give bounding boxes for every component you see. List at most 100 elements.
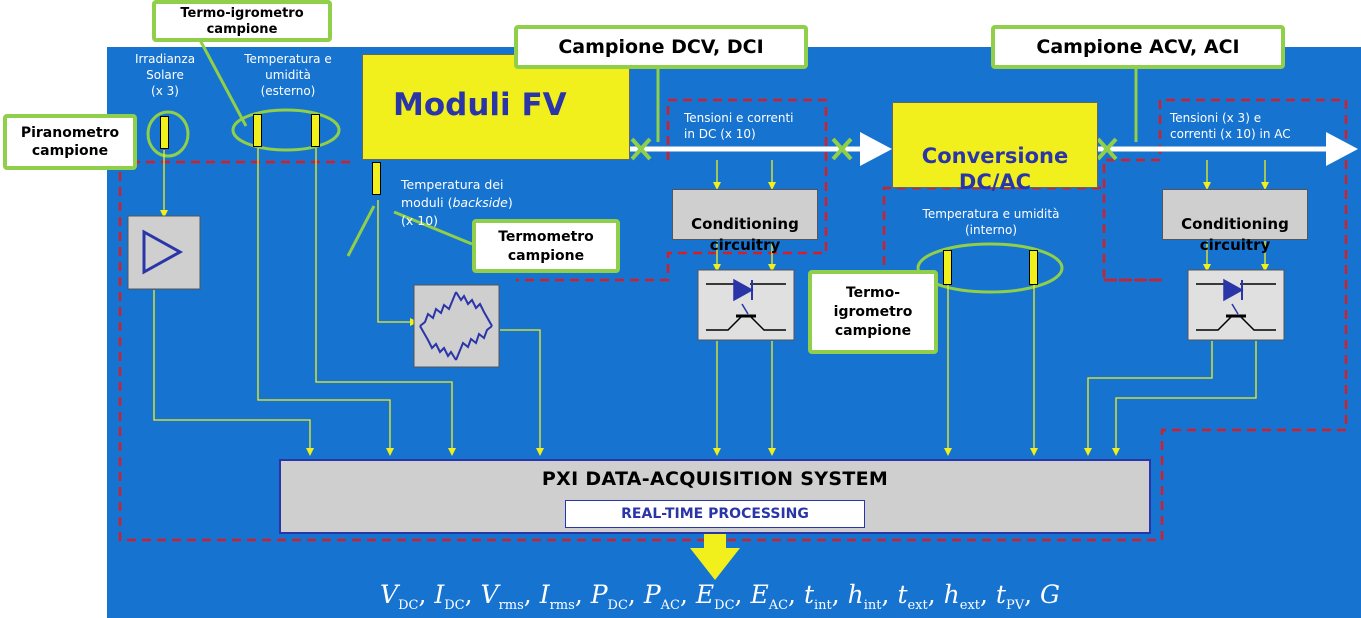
output-variable: EDC (695, 580, 735, 613)
output-separator: , (788, 580, 804, 609)
pxi-subtitle: REAL-TIME PROCESSING (621, 506, 809, 522)
callout-piranometro: Piranometro campione (3, 114, 137, 170)
pxi-title: PXI DATA-ACQUISITION SYSTEM (541, 468, 889, 490)
output-separator: , (574, 580, 591, 609)
sensor-hygrometer-int-1 (943, 250, 952, 285)
label-temp-moduli-4: (x 10) (401, 213, 439, 228)
output-variable: hext (943, 580, 980, 613)
conditioning-ac-block: Conditioning circuitry (1162, 189, 1308, 254)
pxi-subtitle-box: REAL-TIME PROCESSING (565, 500, 865, 528)
sensor-hygrometer-int-2 (1029, 250, 1038, 285)
dashed-boundary-dc (516, 98, 828, 282)
output-variable-symbol: P (590, 580, 608, 609)
label-irradianza: Irradianza Solare (x 3) (134, 52, 196, 98)
output-variable: Vrms (480, 580, 524, 613)
output-variable-subscript: AC (660, 598, 680, 613)
cut-marker-3 (1096, 137, 1118, 161)
output-separator: , (927, 580, 944, 609)
output-separator: , (831, 580, 848, 609)
output-variable: text (897, 580, 927, 613)
output-separator: , (980, 580, 996, 609)
output-variable-symbol: h (847, 580, 864, 609)
output-variable: Irms (539, 580, 575, 613)
output-variables: VDC, IDC, Vrms, Irms, PDC, PAC, EDC, EAC… (360, 580, 1080, 613)
conditioning-dc-block: Conditioning circuitry (672, 189, 818, 254)
output-variable-symbol: E (750, 580, 769, 609)
conditioning-dc-label: Conditioning circuitry (691, 215, 799, 254)
amplifier-icon (142, 229, 184, 275)
dashed-boundary-main (118, 98, 1348, 542)
label-temp-moduli-2: moduli ( (401, 195, 453, 210)
output-variable-subscript: rms (549, 598, 575, 613)
output-variable: tint (803, 580, 832, 613)
output-separator: , (464, 580, 481, 609)
label-temp-moduli: Temperatura dei moduli (backside) (x 10) (401, 176, 541, 230)
output-variable-subscript: ext (959, 598, 980, 613)
output-separator: , (418, 580, 435, 609)
output-variable-subscript: rms (498, 598, 524, 613)
output-separator: , (627, 580, 644, 609)
signal-wires (153, 148, 1269, 456)
conditioning-ac-label: Conditioning circuitry (1181, 215, 1289, 254)
output-variable-subscript: PV (1005, 598, 1025, 613)
sensor-hygrometer-ext-1 (253, 114, 262, 147)
output-variable-symbol: h (943, 580, 960, 609)
output-variable: tPV (995, 580, 1024, 613)
sensor-pyranometer (160, 116, 169, 149)
output-separator: , (1024, 580, 1040, 609)
output-variable: IDC (434, 580, 464, 613)
label-temp-moduli-3: ) (507, 195, 513, 210)
output-variable: hint (847, 580, 882, 613)
moduli-fv-block: Moduli FV (362, 54, 630, 160)
wheatstone-bridge-block (413, 284, 500, 368)
output-variable-symbol: t (995, 580, 1006, 609)
amplifier-block (127, 215, 201, 290)
output-separator: , (881, 580, 898, 609)
callout-termometro: Termometro campione (472, 219, 620, 273)
output-variable-subscript: DC (607, 598, 628, 613)
output-variable-subscript: int (863, 598, 882, 613)
output-variable: PDC (590, 580, 628, 613)
output-separator: , (734, 580, 751, 609)
callout-campione-dc: Campione DCV, DCI (514, 25, 808, 69)
wheatstone-bridge-icon (419, 291, 493, 361)
cut-marker-1 (630, 137, 652, 161)
pxi-block: PXI DATA-ACQUISITION SYSTEM REAL-TIME PR… (279, 459, 1151, 534)
output-variable-symbol: E (695, 580, 715, 609)
output-variable-subscript: int (813, 598, 832, 613)
sensor-hygrometer-ext-2 (311, 114, 320, 147)
callout-campione-ac: Campione ACV, ACI (991, 25, 1285, 69)
sensor-module-temp (372, 162, 381, 195)
output-variable-symbol: V (480, 580, 499, 609)
output-variable-subscript: ext (907, 598, 928, 613)
label-temp-umid-int: Temperatura e umidità (interno) (922, 207, 1060, 237)
dashed-boundary-conv (882, 186, 1104, 280)
optocoupler-ac-icon (1196, 278, 1276, 331)
output-variable: EAC (750, 580, 788, 613)
optocoupler-dc-icon (706, 278, 786, 331)
output-separator: , (680, 580, 696, 609)
output-variable-subscript: DC (444, 598, 465, 613)
label-tensioni-ac: Tensioni (x 3) e correnti (x 10) in AC (1170, 111, 1291, 141)
label-temp-moduli-italic: backside (452, 195, 508, 210)
output-variable-symbol: I (434, 580, 445, 609)
conversione-block: Conversione DC/AC (892, 102, 1098, 194)
output-variable-symbol: V (380, 580, 399, 609)
label-temp-moduli-1: Temperatura dei (401, 177, 504, 192)
output-separator: , (523, 580, 540, 609)
label-temp-umid-ext: Temperatura e umidità (esterno) (244, 52, 332, 98)
label-tensioni-dc: Tensioni e correnti in DC (x 10) (684, 111, 794, 141)
optocoupler-dc-block (697, 269, 795, 341)
moduli-fv-label: Moduli FV (393, 87, 567, 123)
output-variable: PAC (644, 580, 680, 613)
dc-bus-arrowhead (860, 132, 892, 166)
output-variable-subscript: DC (714, 598, 735, 613)
conversione-label: Conversione DC/AC (921, 144, 1069, 194)
output-variable-symbol: t (803, 580, 814, 609)
output-variable: VDC (380, 580, 418, 613)
callout-termo-igrometro-top: Termo-igrometro campione (152, 0, 332, 42)
output-variable-symbol: I (539, 580, 550, 609)
output-arrow (690, 531, 740, 580)
